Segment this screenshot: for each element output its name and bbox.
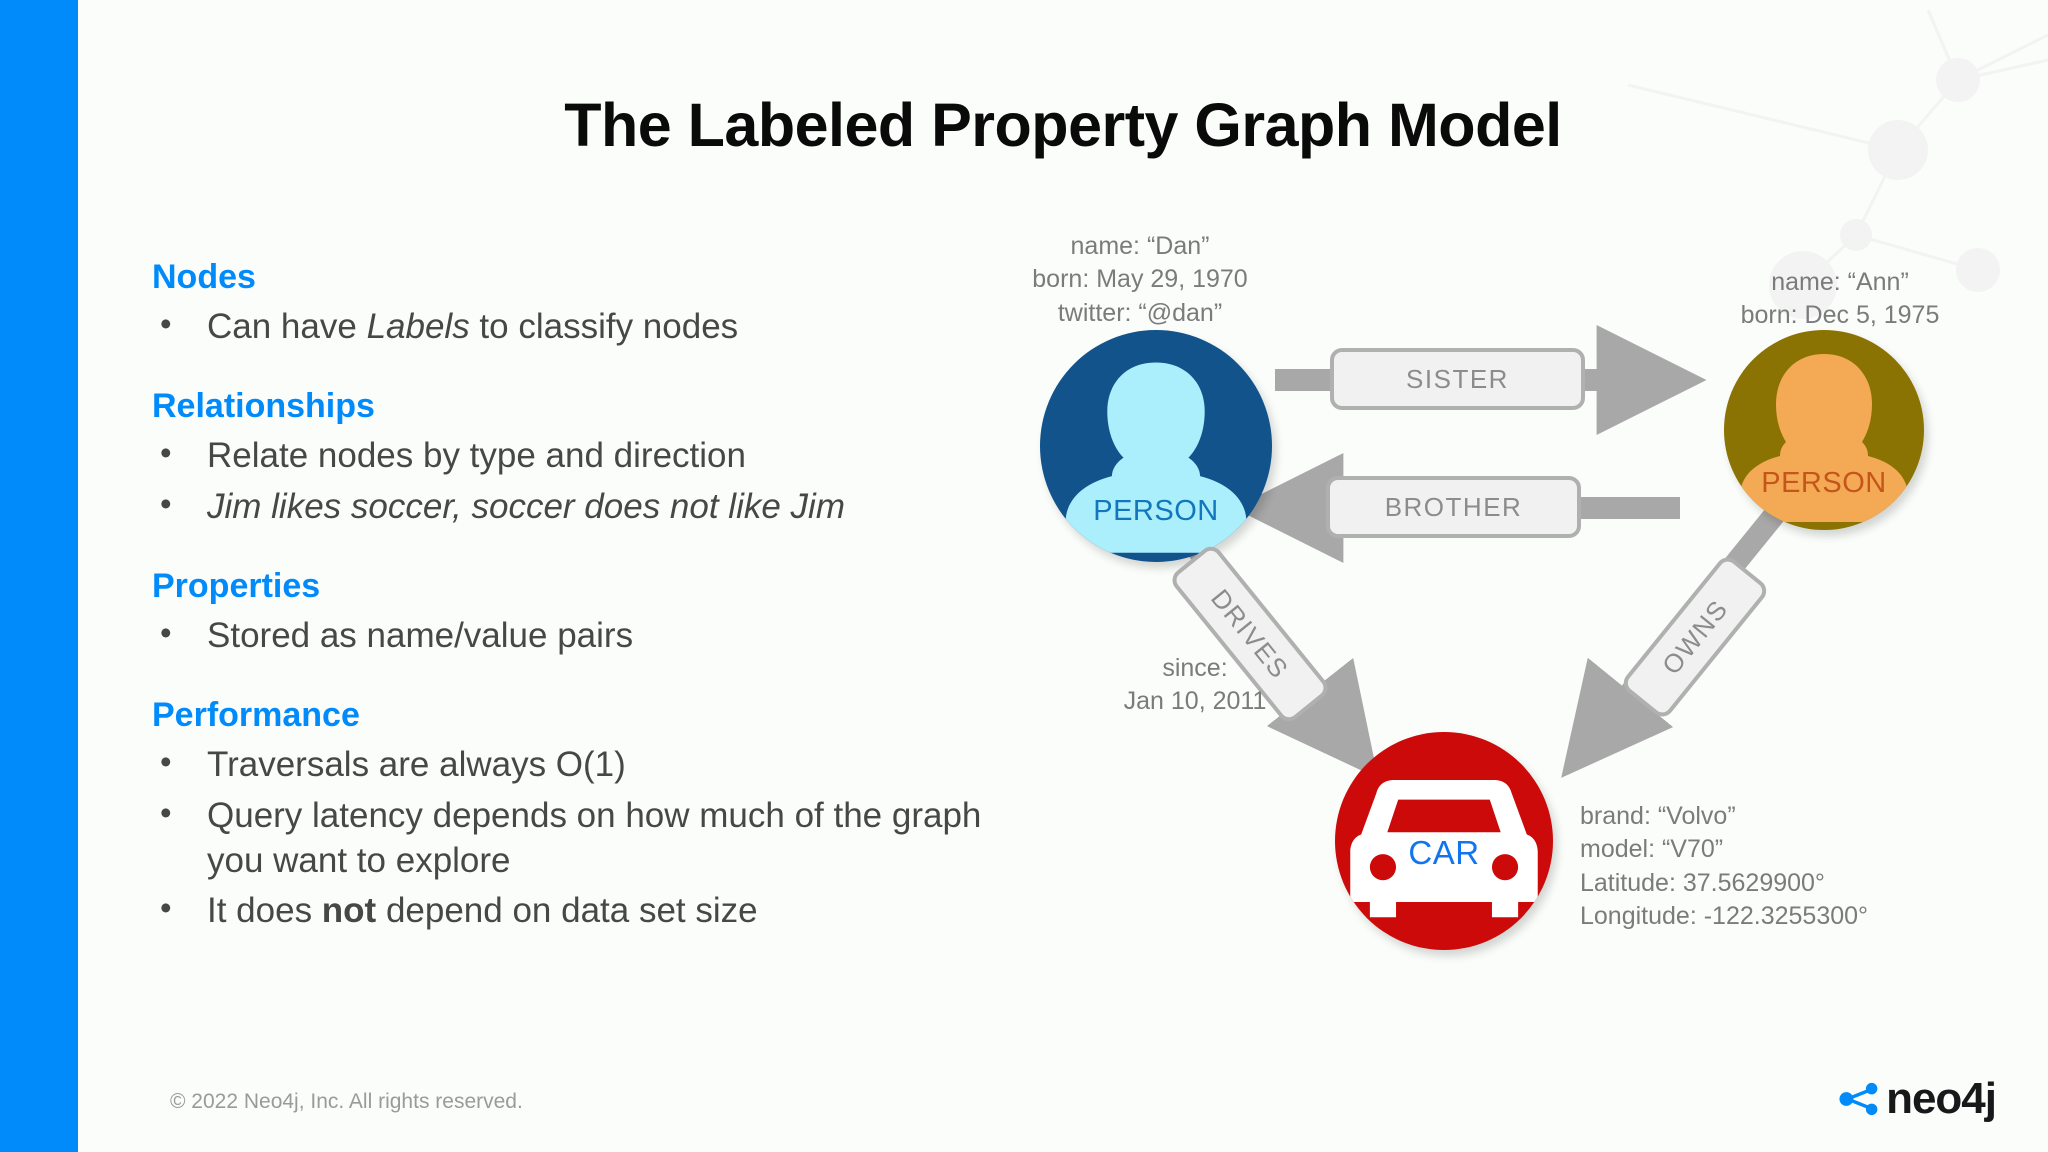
bullet-text-italic: Labels [366,307,470,347]
bullet-text: Stored as name/value pairs [207,615,634,655]
neo4j-graph-icon [1839,1082,1878,1116]
property-graph-diagram: name: “Dan” born: May 29, 1970 twitter: … [1032,232,2030,990]
copyright-text: © 2022 Neo4j, Inc. All rights reserved. [170,1090,523,1113]
list-item: Jim likes soccer, soccer does not like J… [152,483,1012,530]
list-item: Relate nodes by type and direction [152,432,1012,479]
bullet-text-pre: Can have [207,307,367,347]
neo4j-logo-text: neo4j [1886,1074,1997,1123]
node-properties-ann: name: “Ann” born: Dec 5, 1975 [1680,266,2000,333]
section-heading-properties: Properties [152,566,321,605]
property-line: name: “Dan” [1070,232,1210,260]
section-heading-relationships: Relationships [152,386,375,425]
node-label-car: CAR [1408,834,1480,871]
bullet-text-post: depend on data set size [376,891,758,931]
relationship-label-sister[interactable]: SISTER [1330,348,1585,410]
list-item: Query latency depends on how much of the… [152,792,1012,884]
bullet-text-italic: Jim likes soccer, soccer does not like J… [207,486,845,526]
property-line: since: [1162,654,1228,682]
property-line: twitter: “@dan” [1057,298,1223,327]
page-title: The Labeled Property Graph Model [564,91,1562,159]
node-label-ann: PERSON [1761,467,1887,499]
property-line: brand: “Volvo” [1580,802,1736,830]
car-icon [1350,779,1538,918]
property-line: Longitude: -122.3255300° [1580,901,1869,930]
property-line: model: “V70” [1580,835,1724,864]
section-heading-performance: Performance [152,695,360,734]
bullet-text-post: to classify nodes [469,307,739,347]
list-item: It does not depend on data set size [152,887,1012,934]
section-heading-nodes: Nodes [152,258,256,296]
content-column: Nodes Can have Labels to classify nodes … [152,255,1012,940]
list-item: Traversals are always O(1) [152,741,1012,788]
list-item: Can have Labels to classify nodes [152,303,1012,350]
bullet-text-pre: It does [207,891,322,931]
property-line: born: May 29, 1970 [1032,265,1248,294]
graph-node-ann[interactable]: PERSON [1724,330,1924,530]
bullet-text-bold: not [321,891,377,931]
property-line: born: Dec 5, 1975 [1740,301,1940,330]
left-accent-bar [0,0,78,1152]
bullet-list-performance: Traversals are always O(1) Query latency… [152,741,1012,934]
node-label-dan: PERSON [1093,495,1219,527]
property-line: name: “Ann” [1771,268,1909,296]
bullet-list-nodes: Can have Labels to classify nodes [152,303,1012,350]
node-properties-dan: name: “Dan” born: May 29, 1970 twitter: … [975,230,1305,330]
list-item: Stored as name/value pairs [152,612,1012,659]
neo4j-logo: neo4j [1836,1074,1997,1123]
bullet-list-properties: Stored as name/value pairs [152,612,1012,659]
property-line: Latitude: 37.5629900° [1580,868,1825,897]
bullet-text: Traversals are always O(1) [207,744,626,784]
graph-node-car[interactable]: CAR [1335,732,1553,950]
bullet-list-relationships: Relate nodes by type and direction Jim l… [152,432,1012,530]
property-line: Jan 10, 2011 [1123,687,1267,716]
relationship-properties-drives: since: Jan 10, 2011 [1095,652,1295,719]
node-properties-car: brand: “Volvo” model: “V70” Latitude: 37… [1580,800,1868,933]
relationship-label-brother[interactable]: BROTHER [1326,476,1581,538]
person-icon [1740,354,1908,522]
graph-node-dan[interactable]: PERSON [1040,330,1272,562]
bullet-text: Query latency depends on how much of the… [207,795,982,880]
person-icon [1065,362,1247,553]
bullet-text: Relate nodes by type and direction [207,436,746,476]
